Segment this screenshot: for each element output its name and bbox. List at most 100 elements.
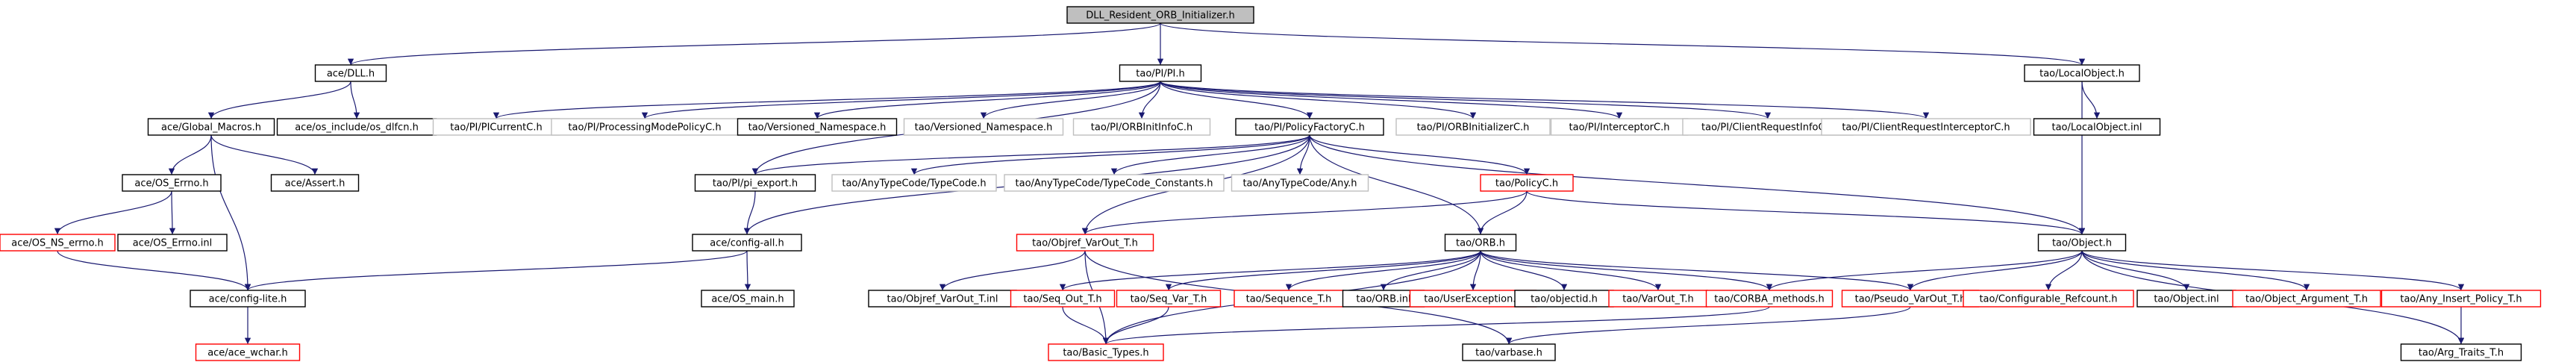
node-label: ace/os_include/os_dlfcn.h: [295, 122, 419, 134]
edge-pi-to-versns1: [813, 81, 1161, 119]
edge-osnserrno-to-configlite: [57, 250, 251, 291]
edge-orb-to-userexception: [1469, 250, 1481, 291]
node-label: tao/Object.inl: [2154, 294, 2219, 305]
node-pseudovarout[interactable]: tao/Pseudo_VarOut_T.h: [1841, 290, 1980, 308]
edge-object-to-objectargt: [2081, 250, 2310, 291]
edge-root-to-dll: [348, 22, 1161, 66]
node-clientreqinfoc[interactable]: tao/PI/ClientRequestInfoC.h: [1682, 118, 1854, 136]
node-configall[interactable]: ace/config-all.h: [692, 234, 802, 252]
node-seqoutt[interactable]: tao/Seq_Out_T.h: [1010, 290, 1116, 308]
edge-localobj-to-localobjinl: [2081, 81, 2101, 119]
node-clientreqintc[interactable]: tao/PI/ClientRequestInterceptorC.h: [1821, 118, 2031, 136]
node-box: [1048, 343, 1164, 361]
node-label: tao/Basic_Types.h: [1063, 348, 1148, 359]
node-anytcany[interactable]: tao/AnyTypeCode/Any.h: [1231, 174, 1369, 192]
edge-policyc-to-orb: [1477, 190, 1528, 235]
edge-orb-to-varoutt: [1480, 250, 1662, 291]
node-pi[interactable]: tao/PI/PI.h: [1119, 64, 1202, 82]
node-objectargt[interactable]: tao/Object_Argument_T.h: [2232, 290, 2381, 308]
node-acewchar[interactable]: ace/ace_wchar.h: [195, 343, 301, 361]
node-varbase[interactable]: tao/varbase.h: [1462, 343, 1556, 361]
node-oserrno[interactable]: ace/OS_Errno.h: [122, 174, 222, 192]
node-policyfactoryc[interactable]: tao/PI/PolicyFactoryC.h: [1235, 118, 1384, 136]
node-label: ace/OS_NS_errno.h: [11, 238, 104, 249]
node-corbamethods[interactable]: tao/CORBA_methods.h: [1705, 290, 1833, 308]
node-box: [1119, 64, 1202, 82]
node-object[interactable]: tao/Object.h: [2037, 234, 2127, 252]
node-label: ace/config-lite.h: [209, 294, 287, 305]
edge-pseudovarout-to-varbase: [1505, 306, 1911, 345]
node-objrefvaroutinl[interactable]: tao/Objref_VarOut_T.inl: [868, 290, 1017, 308]
node-box: [0, 234, 116, 252]
node-osnserrno[interactable]: ace/OS_NS_errno.h: [0, 234, 116, 252]
node-label: tao/Arg_Traits_T.h: [2419, 348, 2504, 359]
node-label: ace/OS_Errno.h: [134, 178, 208, 190]
node-label: tao/ORB.inl: [1356, 294, 1410, 305]
edge-pi-to-clientreqinfoc: [1160, 81, 1771, 119]
node-argtraits[interactable]: tao/Arg_Traits_T.h: [2400, 343, 2522, 361]
node-objectinl[interactable]: tao/Object.inl: [2136, 290, 2236, 308]
node-procmode[interactable]: tao/PI/ProcessingModePolicyC.h: [551, 118, 739, 136]
node-orbinitinfoc[interactable]: tao/PI/ORBInitInfoC.h: [1072, 118, 1211, 136]
node-anyinsertpolicy[interactable]: tao/Any_Insert_Policy_T.h: [2380, 290, 2542, 308]
edge-object-to-configrefcount: [2045, 250, 2083, 291]
node-box: [2037, 234, 2127, 252]
node-assert[interactable]: ace/Assert.h: [270, 174, 360, 192]
node-globalmacros[interactable]: ace/Global_Macros.h: [147, 118, 275, 136]
node-configlite[interactable]: ace/config-lite.h: [190, 290, 306, 308]
node-objectid[interactable]: tao/objectid.h: [1514, 290, 1614, 308]
node-label: tao/PolicyC.h: [1495, 178, 1558, 190]
node-versns2[interactable]: tao/Versioned_Namespace.h: [903, 118, 1064, 136]
node-label: tao/VarOut_T.h: [1622, 294, 1693, 305]
edge-piexport-to-configall: [743, 190, 756, 235]
node-localobjinl[interactable]: tao/LocalObject.inl: [2033, 118, 2161, 136]
node-osmain[interactable]: ace/OS_main.h: [701, 290, 795, 308]
node-configrefcount[interactable]: tao/Configurable_Refcount.h: [1963, 290, 2134, 308]
node-label: tao/AnyTypeCode/TypeCode.h: [842, 178, 986, 190]
node-policyc[interactable]: tao/PolicyC.h: [1480, 174, 1574, 192]
node-label: ace/DLL.h: [327, 69, 375, 80]
node-orb[interactable]: tao/ORB.h: [1444, 234, 1517, 252]
node-box: [1705, 290, 1833, 308]
edge-configall-to-osmain: [744, 250, 751, 291]
node-label: tao/Object.h: [2052, 238, 2112, 249]
node-label: tao/Seq_Out_T.h: [1023, 294, 1101, 305]
node-label: tao/Seq_Var_T.h: [1131, 294, 1207, 305]
node-label: ace/Global_Macros.h: [161, 122, 261, 134]
node-box: [1821, 118, 2031, 136]
node-anytc[interactable]: tao/AnyTypeCode/TypeCode.h: [831, 174, 997, 192]
edge-configall-to-configlite: [245, 250, 748, 291]
node-piexport[interactable]: tao/PI/pi_export.h: [694, 174, 816, 192]
node-label: tao/Sequence_T.h: [1246, 294, 1332, 305]
node-picurrentc[interactable]: tao/PI/PICurrentC.h: [432, 118, 560, 136]
node-oserrnoinl[interactable]: ace/OS_Errno.inl: [117, 234, 228, 252]
node-label: tao/PI/PICurrentC.h: [450, 122, 542, 134]
node-varoutt[interactable]: tao/VarOut_T.h: [1608, 290, 1708, 308]
node-label: tao/Objref_VarOut_T.h: [1032, 238, 1138, 249]
node-orbinitializerc[interactable]: tao/PI/ORBInitializerC.h: [1395, 118, 1551, 136]
node-seqvart[interactable]: tao/Seq_Var_T.h: [1116, 290, 1222, 308]
node-box: [694, 174, 816, 192]
edges-layer: [54, 22, 2465, 345]
node-localobj[interactable]: tao/LocalObject.h: [2024, 64, 2140, 82]
node-label: tao/varbase.h: [1475, 348, 1542, 359]
node-basictypes[interactable]: tao/Basic_Types.h: [1048, 343, 1164, 361]
node-objrefvarout[interactable]: tao/Objref_VarOut_T.h: [1016, 234, 1154, 252]
node-label: tao/PI/ClientRequestInterceptorC.h: [1842, 122, 2010, 134]
node-anytcconst[interactable]: tao/AnyTypeCode/TypeCode_Constants.h: [1004, 174, 1225, 192]
node-orbinl[interactable]: tao/ORB.inl: [1342, 290, 1425, 308]
node-label: tao/PI/ORBInitializerC.h: [1417, 122, 1530, 134]
node-dll[interactable]: ace/DLL.h: [314, 64, 387, 82]
node-interceptorc[interactable]: tao/PI/InterceptorC.h: [1550, 118, 1689, 136]
node-userexception[interactable]: tao/UserException.h: [1409, 290, 1537, 308]
node-osdlfcn[interactable]: ace/os_include/os_dlfcn.h: [276, 118, 437, 136]
node-sequencet[interactable]: tao/Sequence_T.h: [1234, 290, 1344, 308]
edge-root-to-localobj: [1160, 22, 2085, 66]
node-label: tao/AnyTypeCode/TypeCode_Constants.h: [1016, 178, 1213, 190]
node-label: tao/PI/ORBInitInfoC.h: [1091, 122, 1192, 134]
node-versns1[interactable]: tao/Versioned_Namespace.h: [737, 118, 898, 136]
node-label: tao/ORB.h: [1456, 238, 1505, 249]
node-root[interactable]: DLL_Resident_ORB_Initializer.h: [1066, 6, 1254, 24]
node-box: [195, 343, 301, 361]
